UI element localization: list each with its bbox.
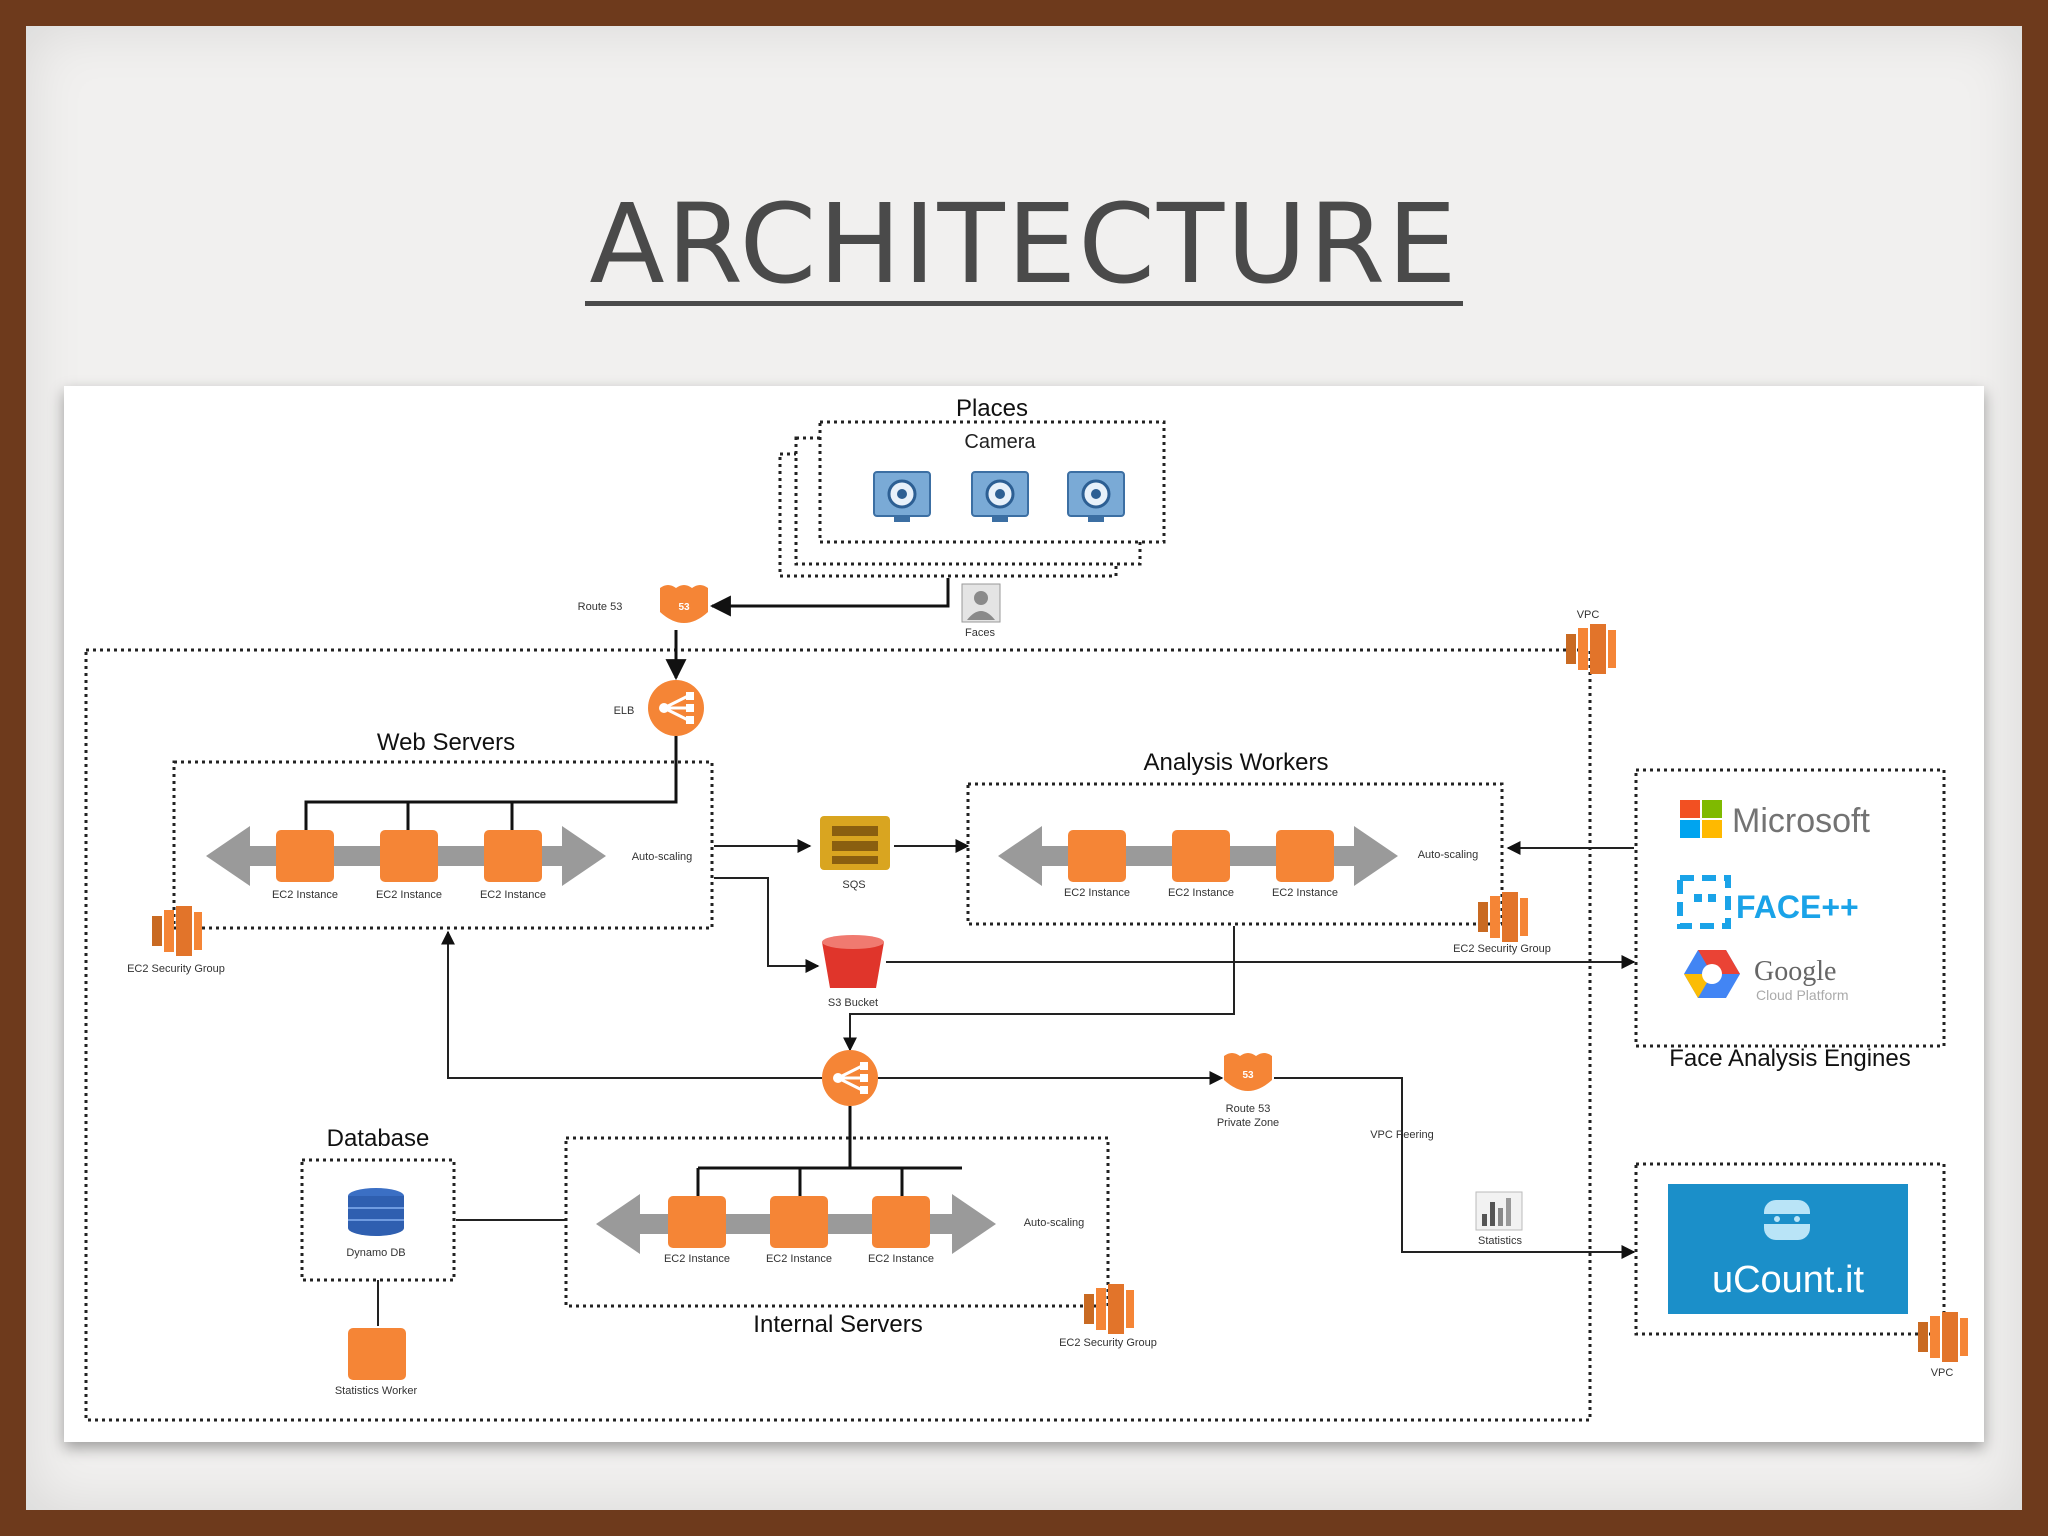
autoscaling-label: Auto-scaling <box>1418 849 1479 861</box>
ec2-instance-label: EC2 Instance <box>1168 887 1234 899</box>
dynamodb-icon <box>348 1188 404 1236</box>
security-group-label: EC2 Security Group <box>127 963 225 975</box>
statistics-icon <box>1475 1191 1523 1231</box>
ec2-instance-label: EC2 Instance <box>766 1253 832 1265</box>
analysis-workers-group <box>966 782 1504 926</box>
title-text: ARCHITECTURE <box>585 189 1463 306</box>
internal-servers-title: Internal Servers <box>753 1311 922 1338</box>
ec2-instance-label: EC2 Instance <box>376 889 442 901</box>
ec2-instance-icon <box>276 830 334 882</box>
web-servers-title: Web Servers <box>377 729 515 756</box>
faces-label: Faces <box>965 627 995 639</box>
microsoft-logo <box>1680 800 1722 838</box>
route53-private-label: Route 53 <box>1226 1103 1271 1115</box>
facepp-text: FACE++ <box>1736 889 1859 925</box>
autoscaling-label: Auto-scaling <box>1024 1217 1085 1229</box>
analysis-workers-title: Analysis Workers <box>1144 749 1329 776</box>
route53-icon <box>660 585 708 623</box>
ec2-instance-icon <box>668 1196 726 1248</box>
face-engines-group <box>1634 768 1946 1048</box>
security-group-label: EC2 Security Group <box>1453 943 1551 955</box>
ec2-instance-label: EC2 Instance <box>664 1253 730 1265</box>
ec2-instance-icon <box>484 830 542 882</box>
connector <box>304 736 678 834</box>
camera-icon <box>872 470 932 524</box>
connector <box>1274 1077 1636 1259</box>
ec2-instance-icon <box>1068 830 1126 882</box>
database-group <box>300 1158 456 1282</box>
places-title: Places <box>956 395 1028 422</box>
dynamodb-label: Dynamo DB <box>346 1247 405 1259</box>
database-title: Database <box>327 1125 430 1152</box>
route53-private-icon <box>1224 1053 1272 1091</box>
vpc-boundary <box>84 648 1592 1422</box>
microsoft-text: Microsoft <box>1732 802 1870 840</box>
security-group-icon <box>152 906 202 956</box>
vpc-peering-label: VPC Peering <box>1370 1129 1434 1141</box>
connector <box>441 930 822 1079</box>
ucount-text: uCount.it <box>1712 1259 1865 1301</box>
ec2-instance-icon <box>1276 830 1334 882</box>
camera-icon <box>1066 470 1126 524</box>
face-engines-title: Face Analysis Engines <box>1669 1045 1910 1072</box>
connector <box>843 926 1235 1052</box>
vpc-label: VPC <box>1931 1367 1954 1379</box>
web-servers-group <box>172 760 714 930</box>
route53-private-label: Private Zone <box>1217 1117 1279 1129</box>
ec2-instance-icon <box>770 1196 828 1248</box>
security-group-icon <box>1478 892 1528 942</box>
security-group-icon <box>1084 1284 1134 1334</box>
slide-title: ARCHITECTURE <box>0 180 2048 308</box>
statistics-label: Statistics <box>1478 1235 1523 1247</box>
facepp-logo <box>1677 875 1731 929</box>
ec2-instance-label: EC2 Instance <box>1272 887 1338 899</box>
statistics-worker-label: Statistics Worker <box>335 1385 418 1397</box>
faces-icon <box>961 583 1001 623</box>
ec2-instance-label: EC2 Instance <box>868 1253 934 1265</box>
vpc-label: VPC <box>1577 609 1600 621</box>
architecture-diagram: 53 Places Camera Faces <box>64 386 1984 1442</box>
google-text: Google <box>1754 956 1836 987</box>
camera-title: Camera <box>964 431 1036 453</box>
google-cloud-logo <box>1684 950 1740 998</box>
elb-icon <box>646 678 706 738</box>
connector <box>714 877 820 973</box>
internal-elb-icon <box>820 1048 880 1108</box>
elb-label: ELB <box>614 705 635 717</box>
ucount-icon <box>1764 1200 1810 1240</box>
ec2-instance-label: EC2 Instance <box>480 889 546 901</box>
ec2-instance-icon <box>380 830 438 882</box>
ec2-instance-label: EC2 Instance <box>272 889 338 901</box>
autoscaling-label: Auto-scaling <box>632 851 693 863</box>
sqs-label: SQS <box>842 879 865 891</box>
route53-label: Route 53 <box>578 601 623 613</box>
statistics-worker-icon <box>348 1328 406 1380</box>
vpc-icon <box>1918 1312 1968 1362</box>
vpc-icon <box>1566 624 1616 674</box>
internal-servers-group <box>564 1136 1110 1308</box>
camera-icon <box>970 470 1030 524</box>
s3-label: S3 Bucket <box>828 997 878 1009</box>
sqs-icon <box>820 816 890 870</box>
ec2-instance-label: EC2 Instance <box>1064 887 1130 899</box>
connector <box>696 1106 962 1198</box>
ec2-instance-icon <box>1172 830 1230 882</box>
google-subtext: Cloud Platform <box>1756 987 1849 1003</box>
connector <box>709 578 950 617</box>
security-group-label: EC2 Security Group <box>1059 1337 1157 1349</box>
s3-bucket-icon <box>822 935 884 988</box>
ec2-instance-icon <box>872 1196 930 1248</box>
ucount-group <box>1634 1162 1946 1336</box>
